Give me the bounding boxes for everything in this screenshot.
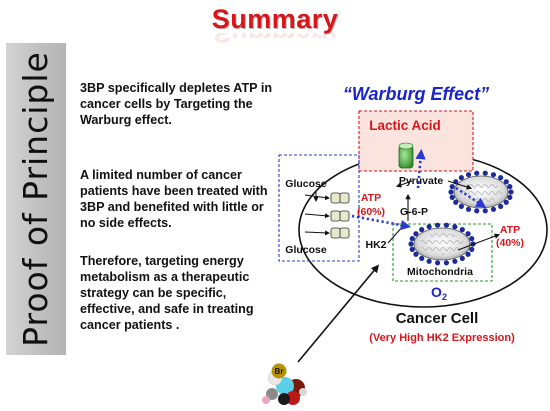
hk2-dot xyxy=(498,203,504,209)
hk2-dot xyxy=(482,170,488,176)
hk2-dot xyxy=(474,208,480,214)
hk2-dot xyxy=(452,258,458,264)
glucose-arrows xyxy=(304,191,330,236)
expression-label: (Very High HK2 Expression) xyxy=(369,332,515,344)
atp-right-label: ATP xyxy=(500,224,520,236)
hk2-dot xyxy=(443,222,450,228)
hk2-dot xyxy=(419,227,425,233)
bromine-atom-label: Br xyxy=(275,367,284,376)
side-panel xyxy=(6,43,66,355)
hk2-dot xyxy=(469,246,475,252)
hk2-dot xyxy=(413,251,419,257)
g6p-label: G-6-P xyxy=(400,206,428,218)
paragraph-1: 3BP specifically depletes ATP in cancer … xyxy=(80,81,273,127)
hk2-dot xyxy=(459,255,465,261)
hk2-dots-upper xyxy=(448,170,514,214)
hk2-dot xyxy=(465,231,471,237)
hk2-dots-lower xyxy=(408,222,476,266)
hk2-dot xyxy=(465,206,472,212)
page-title: Summary xyxy=(211,4,339,34)
hk2-dot xyxy=(503,179,509,185)
hk2-dot xyxy=(490,206,497,212)
lactic-acid-box xyxy=(358,110,474,172)
hk2-dot xyxy=(508,189,514,195)
paragraph-2: A limited number of cancer patients have… xyxy=(80,168,268,230)
hk2-dot xyxy=(449,194,455,200)
pyruvate-label: Pyruvate xyxy=(399,175,444,187)
paragraph-3: Therefore, targeting energy metabolism a… xyxy=(80,254,254,332)
hk2-dot xyxy=(474,170,480,176)
hk2-dot xyxy=(419,255,425,261)
mitochondria-box xyxy=(392,223,493,282)
monocarboxylate-transporter xyxy=(398,142,414,169)
hk2-dot xyxy=(458,175,464,181)
glucose-transporters xyxy=(330,192,350,239)
hk2-label: HK2 xyxy=(365,239,386,251)
pathway-arrows xyxy=(387,180,501,251)
hk2-dot xyxy=(453,199,459,205)
lactic-acid-label: Lactic Acid xyxy=(369,118,441,133)
glucose-bottom-label: Glucose xyxy=(285,244,327,256)
hk2-dot xyxy=(482,208,488,214)
mitochondrion-upper xyxy=(453,175,509,209)
hk2-dot xyxy=(408,241,414,247)
glucose-transporter-box xyxy=(278,154,360,262)
glucose-top-label: Glucose xyxy=(285,178,327,190)
hk2-dot xyxy=(448,189,454,195)
hk2-dot xyxy=(490,172,497,178)
hk2-dot xyxy=(458,203,464,209)
hk2-dot xyxy=(413,231,419,237)
hk2-dot xyxy=(434,260,441,266)
atp-left-percent: (60%) xyxy=(357,206,385,218)
hk2-dot xyxy=(507,184,513,190)
hk2-dot xyxy=(503,199,509,205)
mitochondria-label: Mitochondria xyxy=(407,266,473,278)
diagram-heading: “Warburg Effect” xyxy=(343,84,489,104)
hk2-dot xyxy=(434,222,441,228)
hk2-dot xyxy=(498,175,504,181)
cancer-cell-label: Cancer Cell xyxy=(396,310,479,327)
3bp-molecule-icon: Br xyxy=(262,363,307,405)
hk2-dot xyxy=(459,227,465,233)
hk2-dot xyxy=(452,224,458,230)
hk2-dot xyxy=(426,224,432,230)
atp-right-percent: (40%) xyxy=(496,237,524,249)
hk2-dot xyxy=(465,172,472,178)
glycolysis-flow-arrows xyxy=(351,148,487,231)
hk2-dot xyxy=(465,251,471,257)
3bp-target-arrow xyxy=(297,264,380,363)
hk2-dot xyxy=(443,260,450,266)
mitochondrion-lower xyxy=(413,227,471,261)
hk2-dot xyxy=(507,194,513,200)
hk2-dot xyxy=(469,236,475,242)
hk2-dot xyxy=(426,258,432,264)
atp-left-label: ATP xyxy=(361,192,381,204)
hk2-dot xyxy=(449,184,455,190)
oxygen-label: O2 xyxy=(431,284,447,302)
hk2-dot xyxy=(409,236,415,242)
hk2-dot xyxy=(409,246,415,252)
